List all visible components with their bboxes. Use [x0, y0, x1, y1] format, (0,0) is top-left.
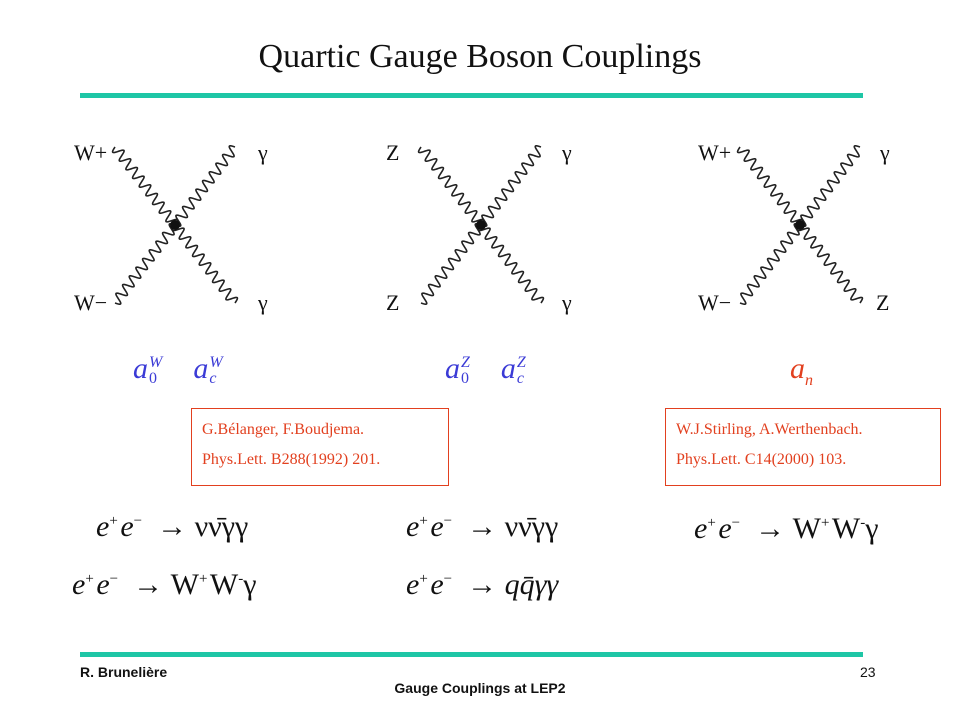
diagram3-top-right-label: γ: [880, 140, 890, 165]
diagram2-boson-line-lower-left: [420, 223, 482, 305]
footer-page-number: 23: [860, 664, 876, 680]
diagram2-boson-line-upper-left: [417, 146, 485, 226]
reference-2-authors: W.J.Stirling, A.Werthenbach.: [676, 421, 863, 438]
diagram3-bottom-left-label: W−: [698, 290, 732, 315]
reference-box-belanger: G.Bélanger, F.Boudjema. Phys.Lett. B288(…: [191, 408, 449, 486]
diagram2-boson-line-upper-right: [480, 145, 542, 227]
process-nunu-gg-middle: e+ e− → νν̄γγ: [406, 510, 559, 543]
process-qq-gg-middle: e+ e− → qq̄γγ: [406, 568, 559, 601]
reference-1-journal: Phys.Lett. B288(1992) 201.: [202, 451, 381, 468]
title-rule: [80, 93, 863, 98]
reference-1-authors: G.Bélanger, F.Boudjema.: [202, 421, 365, 438]
diagram2-bottom-right-label: γ: [562, 290, 572, 315]
footer-author: R. Brunelière: [80, 664, 168, 680]
diagram3-vertex-dot: [795, 220, 805, 230]
diagram1-bottom-left-label: W−: [74, 290, 108, 315]
footer-talk-title: Gauge Couplings at LEP2: [394, 680, 566, 696]
diagram1-bottom-right-label: γ: [258, 290, 268, 315]
process-nunu-gg-left: e+ e− → νν̄γγ: [96, 510, 249, 543]
diagram3-boson-line-lower-left: [739, 223, 801, 305]
coupling-an: an: [790, 352, 813, 389]
slide-title: Quartic Gauge Boson Couplings: [258, 38, 702, 75]
diagram2-boson-line-lower-right: [477, 224, 545, 304]
diagram2-vertex-dot: [476, 220, 486, 230]
diagram2-top-right-label: γ: [562, 140, 572, 165]
diagram3-bottom-right-label: Z: [876, 290, 890, 315]
diagram2-top-left-label: Z: [386, 140, 400, 165]
footer-rule: [80, 652, 863, 657]
process-ww-gamma-left: e+ e− → W+ W-γ: [72, 568, 257, 601]
diagram1-boson-line-lower-left: [114, 223, 176, 305]
diagram1-boson-line-upper-right: [174, 145, 236, 227]
diagram1-boson-line-lower-right: [171, 224, 239, 304]
diagram1-top-left-label: W+: [74, 140, 108, 165]
reference-box-stirling: W.J.Stirling, A.Werthenbach. Phys.Lett. …: [665, 408, 941, 486]
diagram3-boson-line-upper-right: [799, 145, 861, 227]
diagram3-top-left-label: W+: [698, 140, 732, 165]
diagram3-boson-line-lower-right: [796, 224, 864, 304]
diagram1-top-right-label: γ: [258, 140, 268, 165]
reference-2-journal: Phys.Lett. C14(2000) 103.: [676, 451, 847, 468]
diagram3-boson-line-upper-left: [736, 146, 804, 226]
diagram1-vertex-dot: [170, 220, 180, 230]
process-ww-gamma-right: e+ e− → W+ W-γ: [694, 512, 879, 545]
diagram2-bottom-left-label: Z: [386, 290, 400, 315]
diagram1-boson-line-upper-left: [111, 146, 179, 226]
